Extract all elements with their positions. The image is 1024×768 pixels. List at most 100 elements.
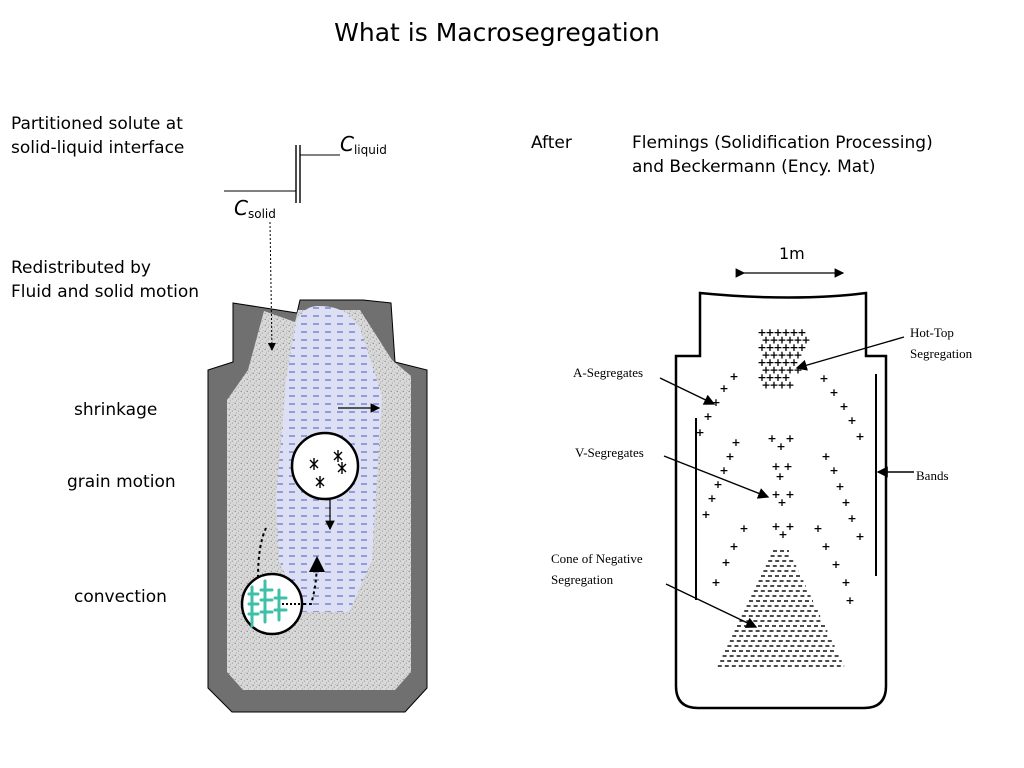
plus-mark: + <box>781 326 790 339</box>
plus-mark: + <box>801 334 810 347</box>
plus-mark: + <box>773 356 782 369</box>
plus-mark: + <box>695 426 704 439</box>
plus-mark: + <box>719 382 728 395</box>
plus-mark: + <box>771 520 780 533</box>
plus-mark: + <box>777 334 786 347</box>
plus-mark: + <box>761 334 770 347</box>
plus-mark: + <box>789 356 798 369</box>
plus-mark: + <box>831 558 840 571</box>
plus-mark: + <box>765 371 774 384</box>
after-label: After <box>531 133 572 153</box>
plus-mark: + <box>761 364 770 377</box>
plus-mark: + <box>785 364 794 377</box>
plus-mark: + <box>819 372 828 385</box>
plus-mark: + <box>773 371 782 384</box>
redistributed-label: Redistributed by Fluid and solid motion <box>11 256 199 304</box>
plus-mark: + <box>821 450 830 463</box>
plus-mark: + <box>771 488 780 501</box>
cone-label-line-2: Segregation <box>551 572 614 587</box>
c-liquid-label: Cliquid <box>340 132 387 157</box>
plus-mark: + <box>773 341 782 354</box>
cone-label-line-1: Cone of Negative <box>551 551 643 566</box>
plus-mark: + <box>757 356 766 369</box>
hot-top-label-line-1: Hot-Top <box>910 325 954 340</box>
plus-mark: + <box>781 341 790 354</box>
plus-mark: + <box>776 440 785 453</box>
plus-mark: + <box>841 576 850 589</box>
plus-mark: + <box>855 530 864 543</box>
plus-mark: + <box>769 364 778 377</box>
plus-mark: + <box>785 334 794 347</box>
plus-mark: + <box>707 492 716 505</box>
mechanism-grain-motion: grain motion <box>67 472 176 492</box>
plus-mark: + <box>757 371 766 384</box>
plus-mark: + <box>793 349 802 362</box>
plus-mark: + <box>785 349 794 362</box>
plus-mark: + <box>777 349 786 362</box>
a-segregates-label: A-Segregates <box>573 365 644 380</box>
plus-mark: + <box>701 508 710 521</box>
ingot-casting <box>207 221 428 713</box>
plus-mark: + <box>778 528 787 541</box>
v-segregates-pointer <box>663 455 770 499</box>
plus-mark: + <box>855 430 864 443</box>
plus-mark: + <box>777 496 786 509</box>
equiaxed-grain-icon <box>309 450 347 488</box>
plus-mark: + <box>765 341 774 354</box>
plus-mark: + <box>785 379 794 392</box>
reference-text: Flemings (Solidification Processing) and… <box>632 131 933 179</box>
columnar-dendrite-icon <box>247 579 288 628</box>
plus-mark: + <box>757 341 766 354</box>
plus-mark: + <box>729 540 738 553</box>
v-segregates-label: V-Segregates <box>575 445 644 460</box>
plus-mark: + <box>729 370 738 383</box>
mechanism-convection: convection <box>74 587 167 607</box>
plus-mark: + <box>835 480 844 493</box>
plus-mark: + <box>781 371 790 384</box>
c-solid-subscript: solid <box>247 207 276 221</box>
plus-mark: + <box>785 488 794 501</box>
reference-line-1: Flemings (Solidification Processing) <box>632 133 933 153</box>
plus-mark: + <box>785 432 794 445</box>
plus-mark: + <box>813 522 822 535</box>
plus-mark: + <box>839 400 848 413</box>
scale-label: 1m <box>779 244 805 263</box>
plus-mark: + <box>793 364 802 377</box>
plus-mark: + <box>739 522 748 535</box>
plus-mark: + <box>821 540 830 553</box>
c-liquid-subscript: liquid <box>353 143 387 157</box>
hot-top-label-line-2: Segregation <box>910 346 973 361</box>
c-solid-label: Csolid <box>234 196 276 221</box>
redistributed-label-line-2: Fluid and solid motion <box>11 282 200 302</box>
plus-mark: + <box>761 379 770 392</box>
dendrite-circle <box>240 572 304 636</box>
c-solid-symbol: C <box>234 196 248 220</box>
plus-mark: + <box>781 356 790 369</box>
reference-line-2: and Beckermann (Ency. Mat) <box>632 157 876 177</box>
c-liquid-symbol: C <box>340 132 354 156</box>
plus-mark: + <box>841 496 850 509</box>
plus-mark: + <box>703 410 712 423</box>
plus-mark: + <box>757 326 766 339</box>
plus-mark: + <box>767 432 776 445</box>
plus-mark: + <box>793 334 802 347</box>
plus-mark: + <box>769 334 778 347</box>
negative-segregation-cone <box>717 550 845 667</box>
hot-top-pointer <box>795 336 905 371</box>
plus-mark: + <box>789 341 798 354</box>
plus-mark: + <box>789 326 798 339</box>
partition-label-line-1: Partitioned solute at <box>11 114 183 134</box>
solute-path-arrow <box>267 221 276 351</box>
plus-mark: + <box>775 470 784 483</box>
plus-mark: + <box>783 460 792 473</box>
convection-arrow <box>303 556 325 605</box>
partition-interface-sketch <box>224 145 340 203</box>
plus-mark: + <box>847 414 856 427</box>
plus-mark: + <box>725 450 734 463</box>
plus-mark: + <box>765 326 774 339</box>
cone-pointer <box>665 583 758 628</box>
hot-top-label: Hot-Top Segregation <box>910 322 972 364</box>
plus-mark: + <box>829 386 838 399</box>
plus-mark: + <box>847 512 856 525</box>
